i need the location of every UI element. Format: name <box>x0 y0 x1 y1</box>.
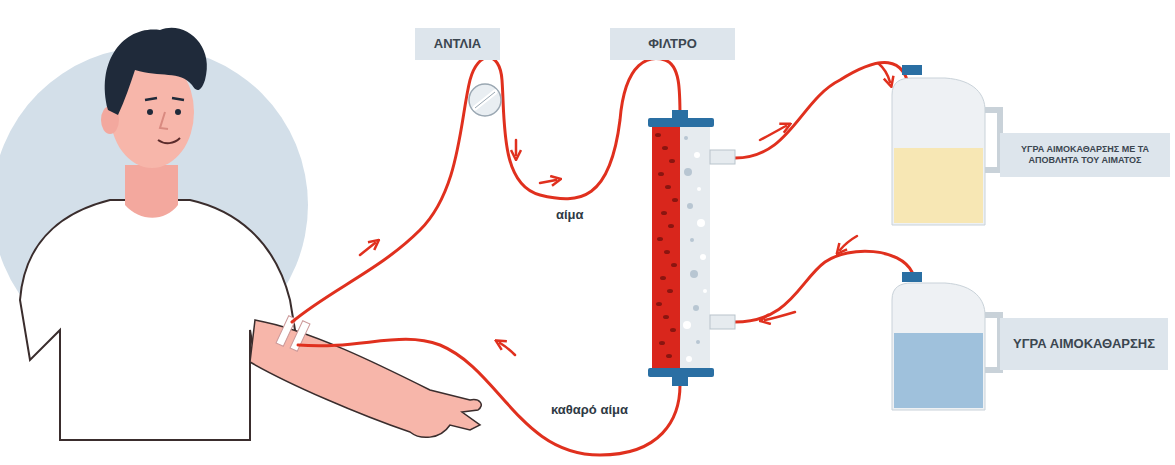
label-box: ΦΙΛΤΡΟ <box>610 28 735 60</box>
flow-label: καθαρό αίμα <box>548 402 631 417</box>
box-text: ΦΙΛΤΡΟ <box>648 36 697 52</box>
label-box: ΥΓΡΑ ΑΙΜΟΚΑΘΑΡΣΗΣ <box>1000 318 1168 370</box>
box-text: ΥΓΡΑ ΑΙΜΟΚΑΘΑΡΣΗΣ <box>1013 336 1155 352</box>
label-box: ΥΓΡΑ ΑΙΜΟΚΑΘΑΡΣΗΣ ΜΕ ΤΑ ΑΠΟΒΛΗΤΑ ΤΟΥ ΑΙΜ… <box>1000 133 1170 177</box>
flow-label: αίμα <box>553 207 587 222</box>
box-text: ΑΝΤΛΙΑ <box>434 36 481 52</box>
box-text: ΥΓΡΑ ΑΙΜΟΚΑΘΑΡΣΗΣ ΜΕ ΤΑ ΑΠΟΒΛΗΤΑ ΤΟΥ ΑΙΜ… <box>1006 144 1164 167</box>
label-box: ΑΝΤΛΙΑ <box>415 28 500 60</box>
